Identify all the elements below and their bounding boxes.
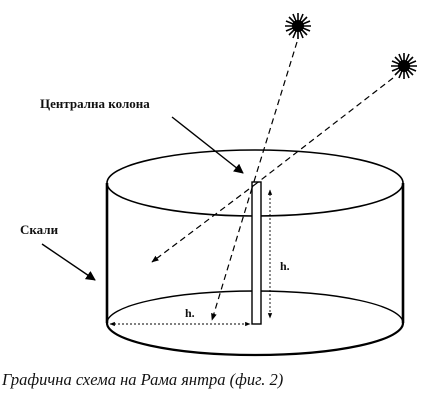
cylinder-bottom-rim-front: [105, 322, 405, 357]
ray-upper-sun: [251, 41, 298, 189]
height-label: h.: [280, 259, 290, 273]
sun-rays: [151, 41, 394, 321]
central-column-pointer: [171, 116, 244, 174]
ray-right-sun-shadow: [151, 182, 258, 263]
central-column: [251, 181, 262, 325]
ray-upper-sun-shadow: [211, 187, 253, 321]
central-column-label: Централна колона: [40, 96, 150, 111]
ray-right-sun: [256, 77, 394, 184]
dimension-lines: [109, 189, 273, 327]
sun-icon: [285, 13, 311, 39]
sun-icon: [391, 53, 417, 79]
rocks-label: Скали: [20, 222, 59, 237]
figure-caption: Графична схема на Рама янтра (фиг. 2): [2, 370, 284, 389]
radius-label: h.: [185, 306, 195, 320]
rocks-pointer: [41, 243, 96, 281]
